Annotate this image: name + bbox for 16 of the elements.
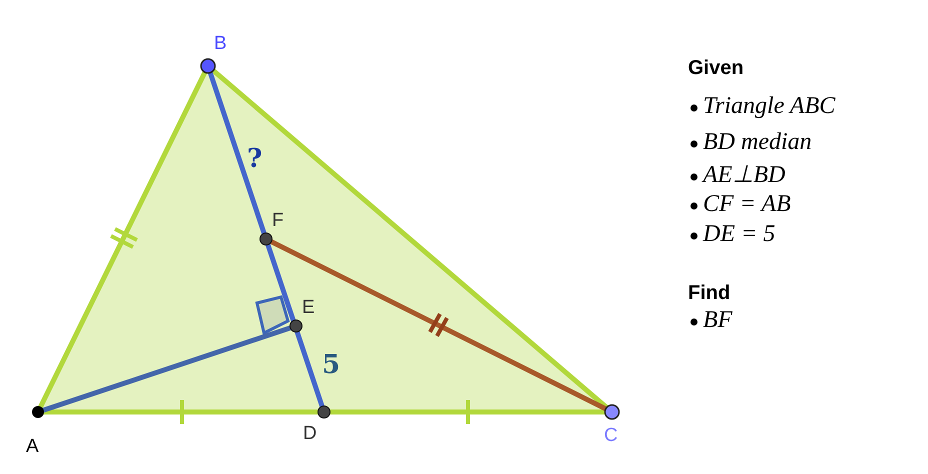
point-label: A	[26, 437, 39, 456]
given-item: AE⊥BD	[703, 163, 786, 187]
point-label: F	[272, 211, 284, 230]
heading: Given	[688, 58, 744, 78]
given-item: DE = 5	[703, 222, 776, 246]
given-item: Triangle ABC	[703, 94, 836, 118]
point-label: E	[302, 298, 315, 317]
heading: Find	[688, 283, 730, 303]
find-item: BF	[703, 308, 732, 332]
given-item: BD median	[703, 130, 812, 154]
length-label: 5	[322, 352, 340, 378]
point-label: B	[214, 34, 227, 53]
unknown-length-mark: ?	[247, 146, 262, 172]
point-label: C	[604, 426, 618, 445]
given-item: CF = AB	[703, 192, 791, 216]
point-label: D	[303, 424, 317, 443]
